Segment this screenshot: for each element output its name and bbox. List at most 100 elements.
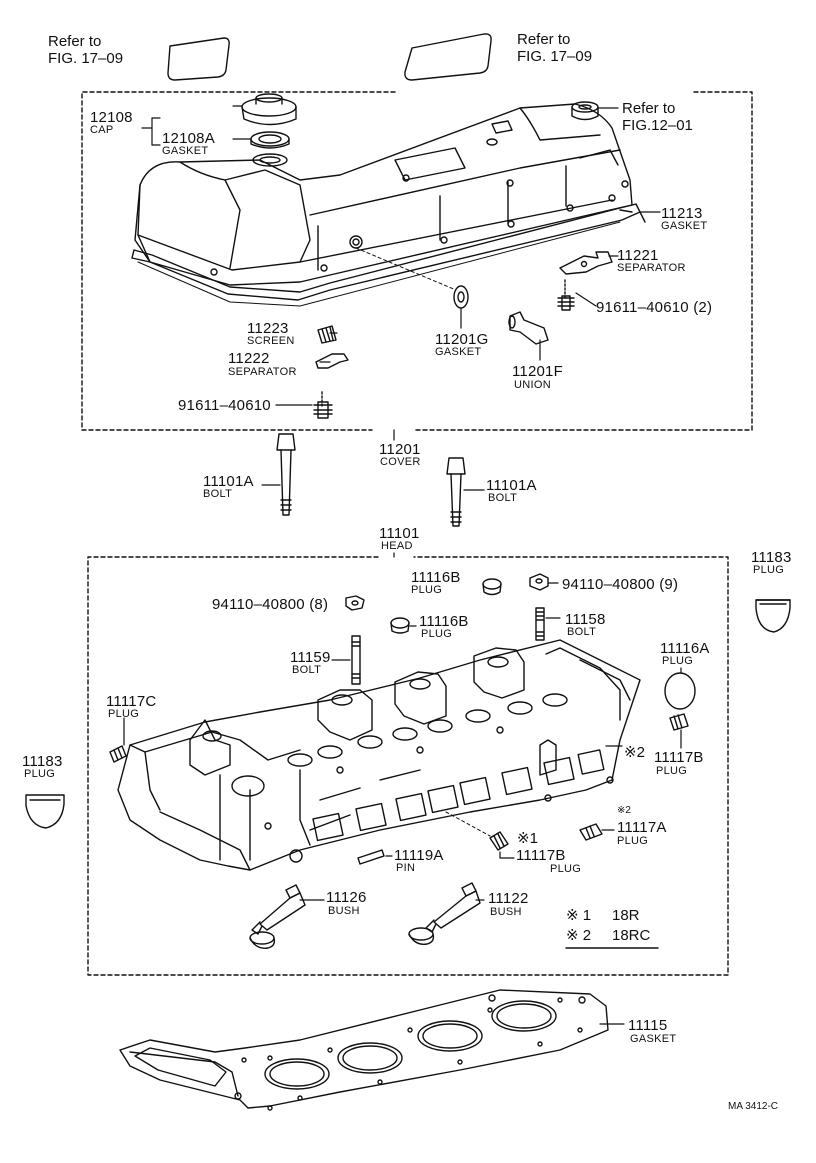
union-11201F <box>508 311 549 345</box>
part-name-12108: CAP <box>90 124 114 136</box>
part-number-11101A-left: 11101A <box>203 473 254 490</box>
bolt-91611 <box>313 391 333 419</box>
part-number-94110-8: 94110–40800 (8) <box>212 596 329 613</box>
part-name-11183-right: PLUG <box>753 564 785 576</box>
oil-filler-cap <box>241 93 297 126</box>
part-name-11115: GASKET <box>630 1033 677 1045</box>
part-name-11223: SCREEN <box>247 335 295 347</box>
part-name-11119A: PIN <box>396 862 416 874</box>
part-number-11201F: 11201F <box>512 363 563 380</box>
part-number-11222: 11222 <box>228 350 270 367</box>
bush-11126 <box>249 884 306 949</box>
part-name-11158: BOLT <box>567 626 597 638</box>
part-number-11115: 11115 <box>628 1017 668 1034</box>
legend-model-2: 18RC <box>612 927 651 944</box>
bolt-91611-2 <box>557 279 575 311</box>
bush-11122 <box>408 882 481 945</box>
part-name-11159: BOLT <box>292 664 322 676</box>
head-bolt-left <box>276 433 296 516</box>
part-number-12108A: 12108A <box>162 130 215 147</box>
head-gasket-11115 <box>119 989 609 1111</box>
nut-94110-9 <box>529 573 549 591</box>
plug-11117B-bottom <box>489 831 509 851</box>
part-number-94110-9: 94110–40800 (9) <box>562 576 679 593</box>
part-name-11116B: PLUG <box>421 628 453 640</box>
part-name-11122: BUSH <box>490 906 522 918</box>
diagram-code: MA 3412-C <box>728 1101 779 1112</box>
part-name-11101A-left: BOLT <box>203 488 233 500</box>
part-number-11117A: 11117A <box>617 819 667 836</box>
part-number-11117B-bottom: 11117B <box>516 847 566 864</box>
part-name-11117A: PLUG <box>617 835 649 847</box>
part-name-11213: GASKET <box>661 220 708 232</box>
part-name-11101: HEAD <box>381 540 413 552</box>
plug-11116A <box>664 672 696 710</box>
stud-11159 <box>351 635 361 685</box>
part-name-11117B-right: PLUG <box>656 765 688 777</box>
part-name-11201G: GASKET <box>435 346 482 358</box>
part-name-11201: COVER <box>380 456 421 468</box>
plug-11117C <box>109 745 127 763</box>
mark-11117B-bottom: ※1 <box>517 830 538 847</box>
part-name-11116A: PLUG <box>662 655 694 667</box>
part-number-11159: 11159 <box>290 649 331 666</box>
cap-gasket <box>250 131 290 149</box>
plug-11117B-right <box>669 713 689 731</box>
part-number-11221: 11221 <box>617 247 659 264</box>
ref-fig12-line2: FIG.12–01 <box>622 117 693 134</box>
separator-11221 <box>559 251 613 275</box>
part-number-11101: 11101 <box>379 525 420 542</box>
part-number-11117B-right: 11117B <box>654 749 704 766</box>
part-number-11122: 11122 <box>488 890 529 907</box>
plug-11183-right <box>755 599 791 633</box>
part-number-11116B-top: 11116B <box>411 569 461 586</box>
ref-fig12-line1: Refer to <box>622 100 676 117</box>
plug-11183-left <box>25 794 65 829</box>
legend-mark-2: ※ 2 <box>566 927 592 944</box>
nut-94110-8 <box>345 595 365 611</box>
stud-11158 <box>535 607 545 641</box>
cover-group-frame <box>81 91 396 431</box>
part-number-11117C: 11117C <box>106 693 157 710</box>
gasket-11201G <box>453 285 469 309</box>
part-number-11223: 11223 <box>247 320 289 337</box>
part-number-91611: 91611–40610 <box>178 397 271 414</box>
valve-cover <box>134 103 633 286</box>
part-number-11119A: 11119A <box>394 847 444 864</box>
part-number-11183-right: 11183 <box>751 549 792 566</box>
mark-11117A: ※2 <box>617 805 631 816</box>
part-name-11101A-right: BOLT <box>488 492 518 504</box>
ref-fig17-left-line2: FIG. 17–09 <box>48 50 124 67</box>
part-name-12108A: GASKET <box>162 145 209 157</box>
part-name-11201F: UNION <box>514 379 551 391</box>
part-number-12108: 12108 <box>90 109 133 126</box>
ref-fig17-left-line1: Refer to <box>48 33 102 50</box>
plug-11116B-top <box>482 578 502 596</box>
part-number-91611-2: 91611–40610 (2) <box>596 299 713 316</box>
part-name-11117B-bottom: PLUG <box>550 863 582 875</box>
part-name-11117C: PLUG <box>108 708 140 720</box>
part-number-11158: 11158 <box>565 611 606 628</box>
head-group-frame <box>87 556 729 976</box>
ref-fig17-right-line1: Refer to <box>517 31 571 48</box>
part-number-11201: 11201 <box>379 441 421 458</box>
part-number-11183-left: 11183 <box>22 753 63 770</box>
part-name-11116B-top: PLUG <box>411 584 443 596</box>
part-number-11126: 11126 <box>326 889 367 906</box>
part-number-11201G: 11201G <box>435 331 489 348</box>
legend-mark-1: ※ 1 <box>566 907 592 924</box>
part-number-11116B: 11116B <box>419 613 469 630</box>
legend-model-1: 18R <box>612 907 640 924</box>
part-name-11222: SEPARATOR <box>228 366 297 378</box>
part-name-11221: SEPARATOR <box>617 262 686 274</box>
part-number-11116A: 11116A <box>660 640 710 657</box>
part-name-11183-left: PLUG <box>24 768 56 780</box>
cylinder-head <box>117 639 641 871</box>
separator-11222 <box>315 353 349 369</box>
valve-cover-gasket <box>131 203 641 301</box>
part-number-11213: 11213 <box>661 205 703 222</box>
screen-11223 <box>317 325 337 344</box>
part-name-11126: BUSH <box>328 905 360 917</box>
ref-fig17-right-line2: FIG. 17–09 <box>517 48 593 65</box>
